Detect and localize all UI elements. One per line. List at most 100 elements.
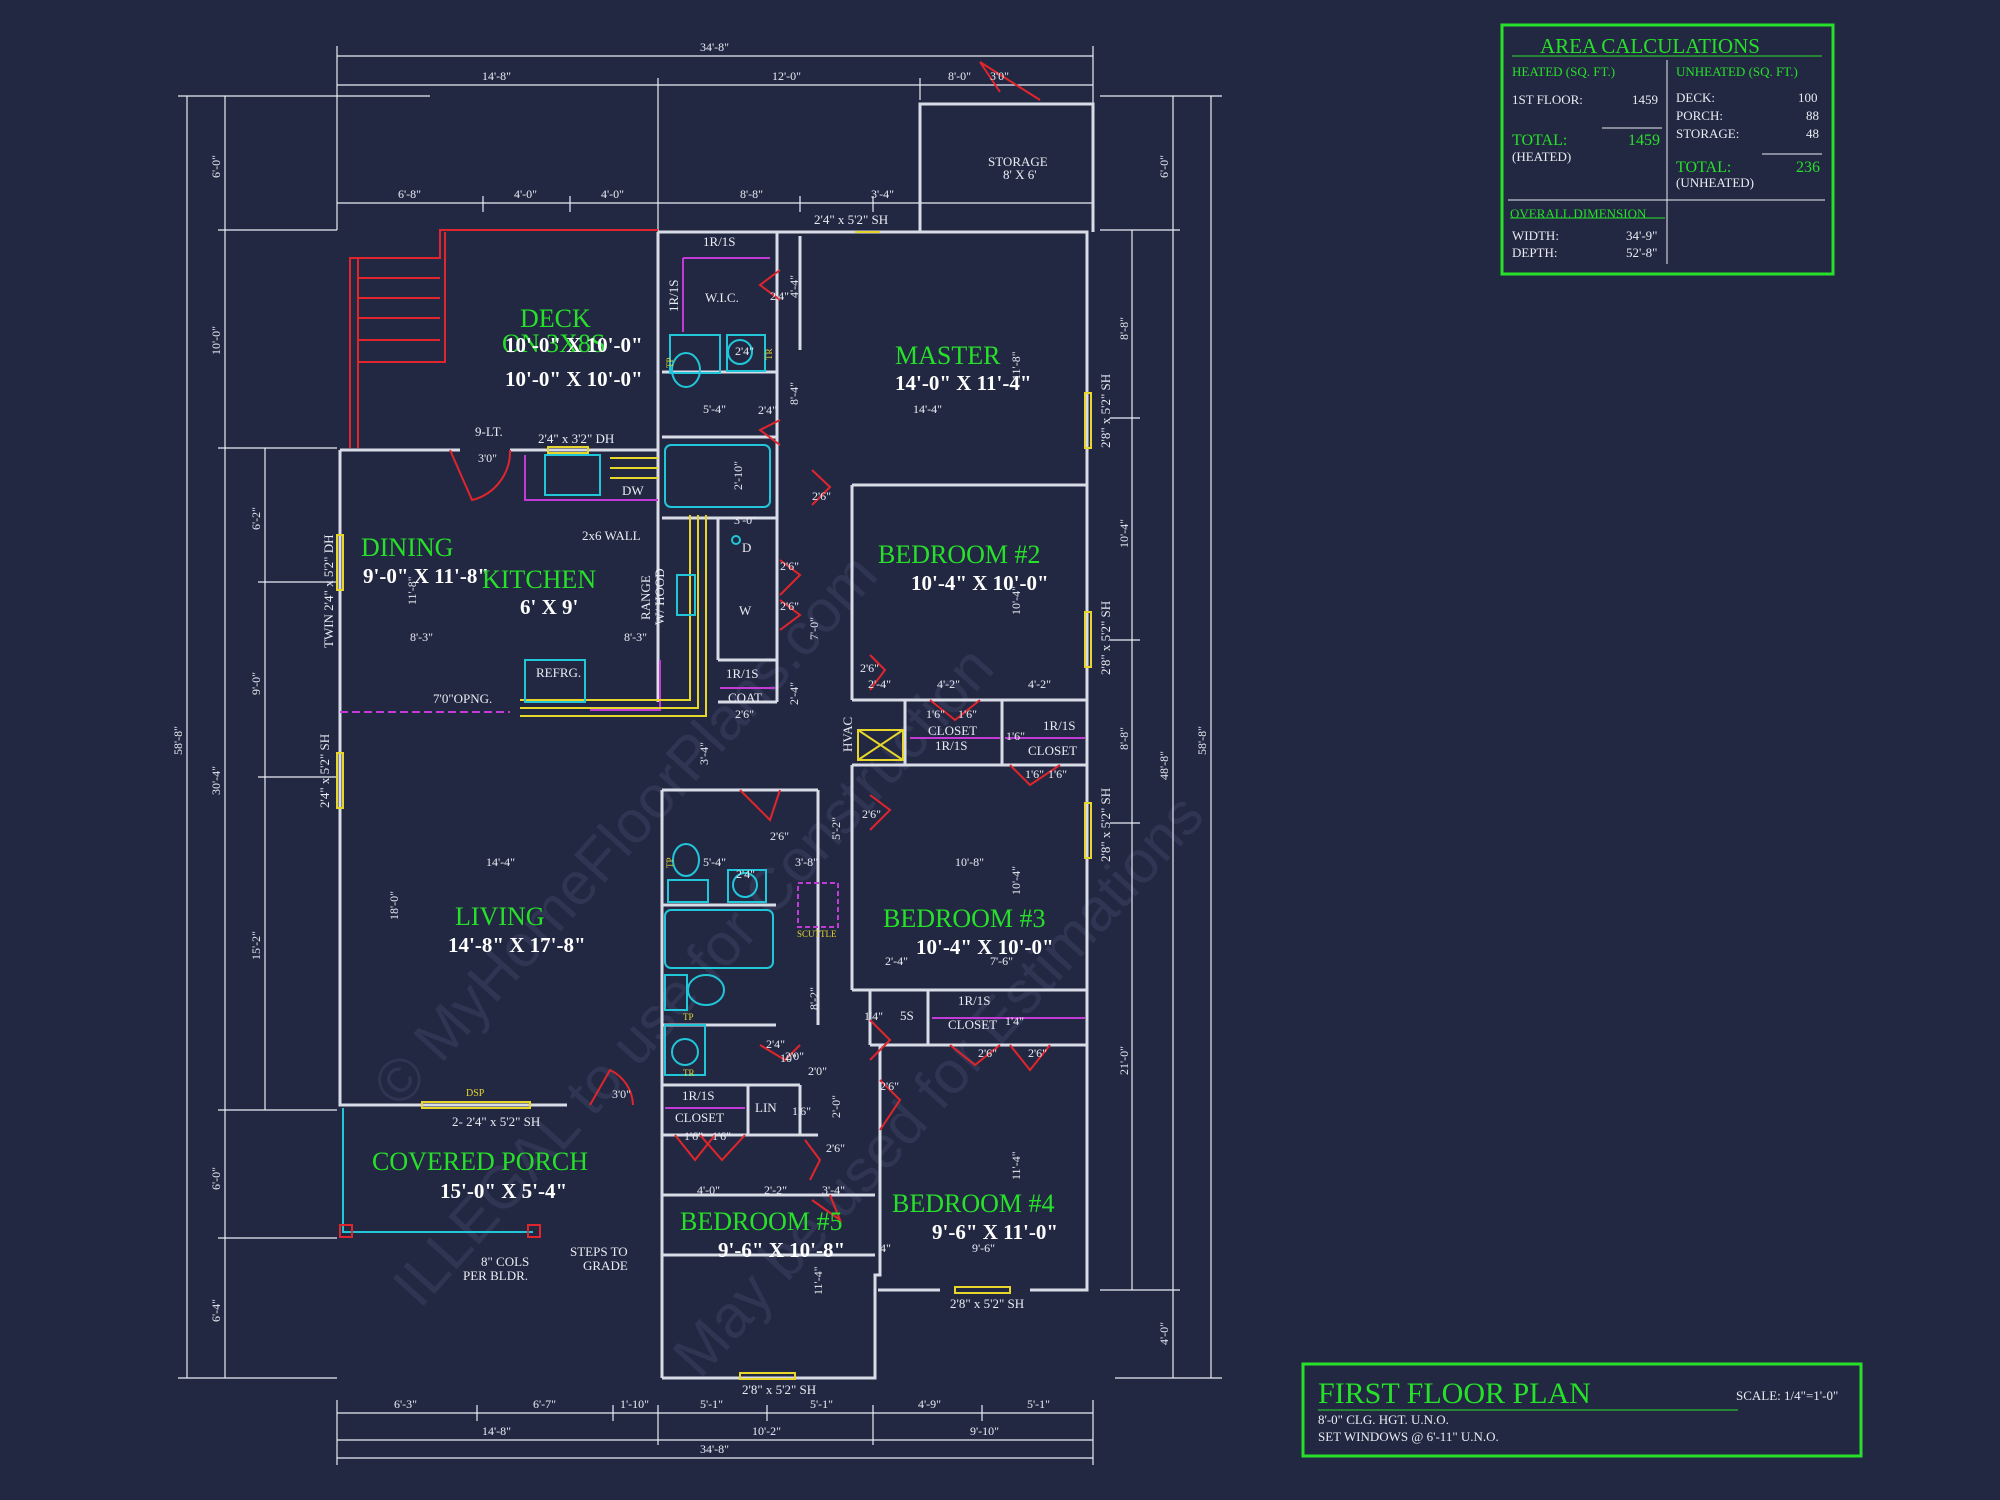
covered-porch-outline [339,1108,541,1238]
closet-rod-label-b: 1R/1S [1043,718,1076,733]
dim-bath4: 10" [780,1051,797,1065]
first-floor-label: 1ST FLOOR: [1512,92,1583,107]
closet-rod-label-d: 1R/1S [682,1088,715,1103]
dim-bottom-c: 1'-10" [620,1397,649,1411]
dim-left-d: 6'-0" [209,1167,223,1190]
dim-right-c: 4'-0" [1157,1322,1171,1345]
door-label-8: 2'6" [862,807,881,821]
dim-top-e: 4'-0" [514,187,537,201]
door-label-5: 2'6" [780,559,799,573]
unheated-note: (UNHEATED) [1676,175,1754,190]
door-label-7: 2'6" [860,661,879,675]
scuttle-label: SCUTTLE [797,929,837,939]
living-label: LIVING [455,902,545,931]
toilet-paper-label-1: TP [665,357,675,368]
dim-bath2-height: 8'-4" [787,382,801,405]
plan-scale: SCALE: 1/4"=1'-0" [1736,1388,1838,1403]
door-label-14: 2'6" [735,707,754,721]
area-title: AREA CALCULATIONS [1540,34,1760,58]
master-window-label: 2'8" x 5'2" SH [1098,374,1113,448]
dim-top-overall: 34'-8" [700,40,729,54]
dim-bath-width: 5'-4" [703,402,726,416]
dim-bedroom-5-c: 3'-4" [822,1183,845,1197]
dw-label: DW [622,483,644,498]
door-label-24: 1'6" [1025,767,1044,781]
bedroom-4-size: 9'-6" X 11'-0" [932,1220,1058,1244]
dim-bedroom-2-height: 10'-4" [1009,586,1023,615]
heated-total-label: TOTAL: [1512,132,1567,149]
toilet-paper-label-3: TP [683,1012,694,1022]
twin-window-label: TWIN 2'4" x 5'2" DH [321,534,336,648]
dim-bedroom-5-a: 4'-0" [697,1183,720,1197]
steps-label-b: GRADE [583,1258,628,1273]
hood-label: W/ HOOD [652,568,667,625]
wic-label: W.I.C. [705,290,739,305]
door-label-29: 1'6" [1006,729,1025,743]
toilet-paper-label-2: TP [665,857,675,868]
dim-bottom-a: 6'-3" [394,1397,417,1411]
door-label-1: 3'0" [990,69,1009,83]
unheated-header: UNHEATED (SQ. FT.) [1676,64,1798,79]
dim-bottom-f: 4'-9" [918,1397,941,1411]
disposal-label: DSP [466,1088,485,1099]
dim-bottom-d: 5'-1" [700,1397,723,1411]
door-swings [449,61,1061,1223]
porch-area-label: PORCH: [1676,108,1723,123]
dim-bedroom-4-x: 4" [880,1241,891,1255]
dim-bath3-width: 5'-4" [703,855,726,869]
deck-size-b: 10'-0" X 10'-0" [505,367,643,391]
living-window-label: 2- 2'4" x 5'2" SH [452,1114,540,1129]
dim-top-h: 3'-4" [871,187,894,201]
dim-right-a: 6'-0" [1157,155,1171,178]
wic-rod-label-vertical: 1R/1S [666,279,681,312]
heated-note: (HEATED) [1512,149,1571,164]
dim-right-e: 10'-4" [1117,519,1131,548]
dim-top-c: 8'-0" [948,69,971,83]
door-label-28: 1'6" [792,1104,811,1118]
dim-top-g: 8'-8" [740,187,763,201]
opening-label: 7'0"OPNG. [433,691,492,706]
dining-label: DINING [361,533,453,562]
door-label-21: 2'0" [808,1064,827,1078]
dim-living-height: 18'-0" [387,891,401,920]
door-label-27: 1'6" [712,1129,731,1143]
dim-wic-height: 4'-4" [787,275,801,298]
storage-area-label: STORAGE: [1676,126,1739,141]
dimension-texts: 34'-8" 14'-8" 12'-0" 8'-0" 6'-8" 4'-0" 4… [171,40,1209,1456]
dim-closet-c: 4'-2" [1028,677,1051,691]
dim-dining-width: 8'-3" [410,630,433,644]
plumbing-fixtures [524,334,774,1076]
hvac-label: HVAC [840,717,855,752]
door-label-23: 1'6" [958,707,977,721]
closet-label-b: CLOSET [1028,743,1077,758]
linen-label: LIN [755,1100,777,1115]
kitchen-label: KITCHEN [482,565,596,594]
range-label: RANGE [638,575,653,620]
dining-size: 9'-0" X 11'-8" [363,564,489,588]
dim-laundry: 3'-0" [734,513,757,527]
dim-left-a: 6'-0" [209,155,223,178]
bedroom-2-label: BEDROOM #2 [878,540,1041,569]
dim-bedroom-3-width: 10'-8" [955,855,984,869]
heated-total-value: 1459 [1628,132,1660,149]
dim-hall-e: 3'-8" [795,855,818,869]
dim-top-f: 4'-0" [601,187,624,201]
towel-ring-label-2: TR [683,1068,695,1078]
dim-bedroom-5-height: 11'-4" [811,1266,825,1295]
deck-label: DECK [520,304,591,333]
dim-bottom-e: 5'-1" [810,1397,833,1411]
coat-label: COAT [728,690,762,705]
bedroom-3-window-label: 2'8" x 5'2" SH [1098,788,1113,862]
title-block: FIRST FLOOR PLAN SCALE: 1/4"=1'-0" 8'-0"… [1301,1362,1863,1458]
unheated-total-label: TOTAL: [1676,159,1731,176]
dim-bottom-overall: 34'-8" [700,1442,729,1456]
door-label-16: 2'4" [758,403,777,417]
closet-label-c: CLOSET [948,1017,997,1032]
living-size: 14'-8" X 17'-8" [448,933,586,957]
bedroom-4-label: BEDROOM #4 [892,1189,1055,1218]
door-label-30: 1'4" [864,1009,883,1023]
dim-bottom-g: 5'-1" [1027,1397,1050,1411]
deck-area-value: 100 [1798,90,1818,105]
porch-area-value: 88 [1806,108,1819,123]
door-label-22: 1'6" [926,707,945,721]
